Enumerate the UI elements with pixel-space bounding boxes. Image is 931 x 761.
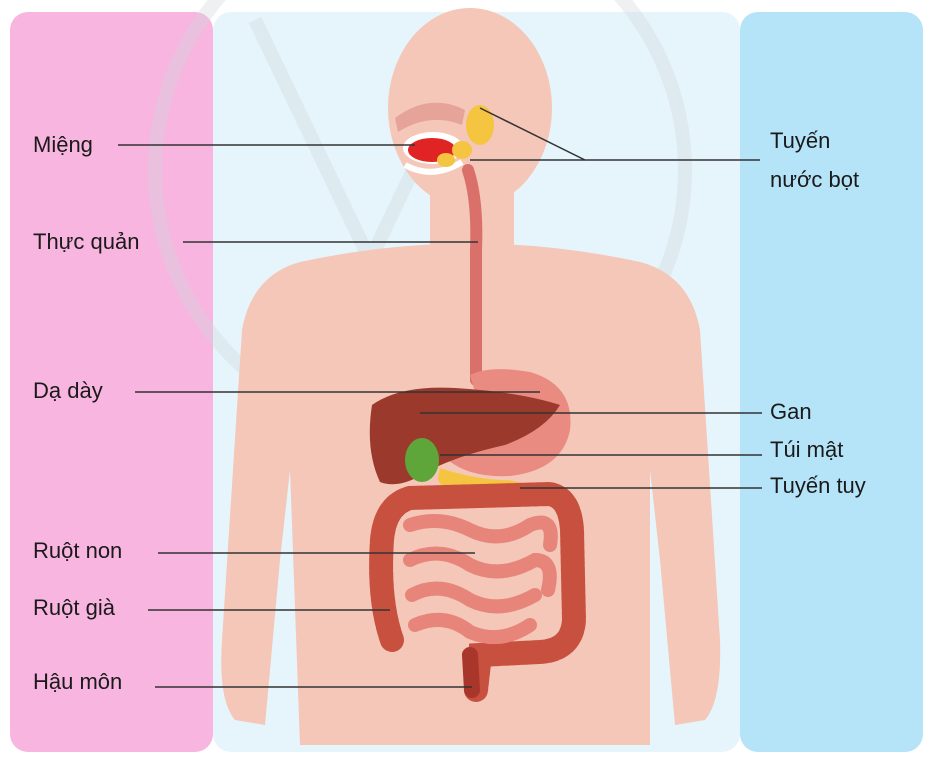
- label-salivary-line1: Tuyến: [770, 128, 830, 154]
- label-small-intestine: Ruột non: [33, 538, 122, 564]
- gallbladder-organ: [405, 438, 439, 482]
- anus-organ: [470, 655, 472, 690]
- label-anus: Hậu môn: [33, 669, 122, 695]
- label-large-intestine: Ruột già: [33, 595, 115, 621]
- label-mouth: Miệng: [33, 132, 93, 158]
- label-esophagus: Thực quản: [33, 229, 139, 255]
- label-stomach: Dạ dày: [33, 378, 103, 404]
- label-gallbladder: Túi mật: [770, 437, 843, 463]
- label-salivary-line2: nước bọt: [770, 167, 859, 193]
- label-liver: Gan: [770, 399, 812, 425]
- label-pancreas: Tuyến tuy: [770, 473, 866, 499]
